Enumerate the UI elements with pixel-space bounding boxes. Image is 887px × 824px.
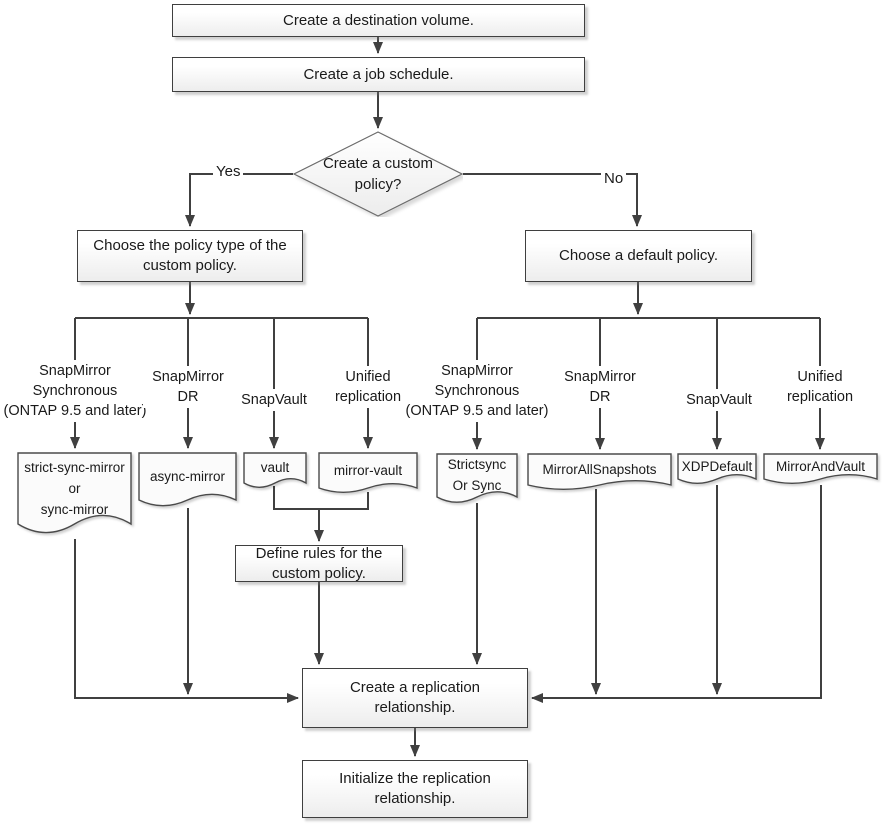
- doc-mirror-vault: mirror-vault: [318, 452, 418, 497]
- document-shape: [243, 452, 307, 488]
- doc-label: MirrorAllSnapshots: [542, 461, 657, 477]
- node-label: Create a destination volume.: [283, 11, 474, 29]
- doc-async-mirror: async-mirror: [138, 452, 237, 512]
- node-label: Create a job schedule.: [303, 65, 454, 83]
- doc-label: XDPDefault: [681, 458, 753, 474]
- node-label: Create a custom policy?: [322, 155, 434, 193]
- document-shape: [527, 453, 672, 490]
- doc-mirrorallsnapshots: MirrorAllSnapshots: [527, 453, 672, 494]
- connector-mirrorandvault-to-create: [531, 485, 822, 703]
- branch-label-custom-unified-replication: Unified replication: [323, 366, 413, 408]
- node-label: Create a replication relationship.: [349, 679, 481, 716]
- node-label: Initialize the replication relationship.: [339, 770, 491, 807]
- doc-label: vault: [260, 460, 290, 475]
- doc-vault: vault: [243, 452, 307, 492]
- doc-label: Strictsync Or Sync: [447, 457, 507, 493]
- branch-label-default-snapvault: SnapVault: [679, 389, 759, 411]
- doc-label: async-mirror: [149, 468, 225, 484]
- node-create-job-schedule: Create a job schedule.: [172, 57, 585, 92]
- diamond-shape: [292, 131, 464, 217]
- edge-label-yes: Yes: [213, 163, 244, 181]
- node-label: Choose a default policy.: [559, 247, 718, 264]
- node-create-destination-volume: Create a destination volume.: [172, 4, 585, 37]
- edge-label-no: No: [601, 170, 627, 188]
- doc-label: strict-sync-mirror or sync-mirror: [24, 459, 125, 517]
- branch-label-default-snapmirror-dr: SnapMirror DR: [555, 366, 645, 408]
- branch-label-custom-snapvault: SnapVault: [234, 389, 314, 411]
- document-shape: [763, 453, 878, 484]
- node-choose-policy-type: Choose the policy type of the custom pol…: [77, 230, 303, 282]
- connector-strict-sync-to-create: [74, 539, 299, 703]
- branch-label-default-unified-replication: Unified replication: [775, 366, 865, 408]
- connector-decision-yes: [185, 173, 293, 227]
- doc-strict-sync-mirror: strict-sync-mirror or sync-mirror: [17, 452, 132, 542]
- node-label: Choose the policy type of the custom pol…: [93, 237, 287, 274]
- node-create-replication-relationship: Create a replication relationship.: [302, 668, 528, 728]
- node-choose-default-policy: Choose a default policy.: [525, 230, 752, 282]
- connector-vault-merge: [273, 486, 369, 510]
- node-define-rules: Define rules for the custom policy.: [235, 545, 403, 582]
- branch-label-default-snapmirror-synchronous: SnapMirror Synchronous (ONTAP 9.5 and la…: [402, 360, 552, 422]
- doc-mirrorandvault: MirrorAndVault: [763, 453, 878, 488]
- node-label: Define rules for the custom policy.: [255, 544, 383, 582]
- doc-label: MirrorAndVault: [775, 458, 866, 474]
- document-shape: [318, 452, 418, 493]
- connector-decision-no: [463, 173, 642, 227]
- doc-strictsync-or-sync: Strictsync Or Sync: [436, 453, 518, 508]
- document-shape: [17, 452, 132, 534]
- document-shape: [436, 453, 518, 503]
- node-decision-create-custom-policy: Create a custom policy?: [292, 131, 464, 217]
- doc-xdpdefault: XDPDefault: [677, 453, 757, 488]
- doc-label: mirror-vault: [333, 462, 403, 478]
- document-shape: [138, 452, 237, 507]
- document-shape: [677, 453, 757, 484]
- branch-label-custom-snapmirror-dr: SnapMirror DR: [143, 366, 233, 408]
- branch-label-custom-snapmirror-synchronous: SnapMirror Synchronous (ONTAP 9.5 and la…: [0, 360, 150, 422]
- node-initialize-replication-relationship: Initialize the replication relationship.: [302, 760, 528, 818]
